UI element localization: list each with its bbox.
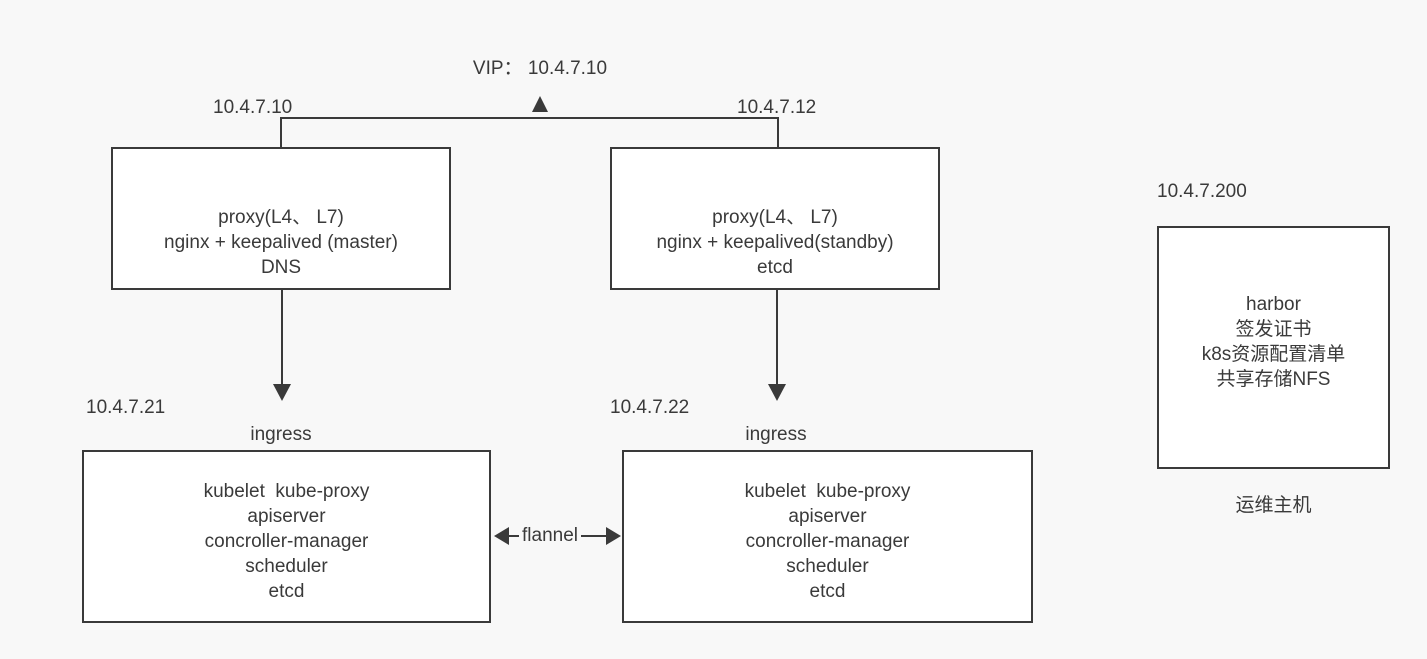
node-left-text: kubelet kube-proxy apiserver concroller-… — [203, 481, 370, 602]
harbor-box[interactable]: harbor 签发证书 k8s资源配置清单 共享存储NFS — [1157, 226, 1390, 469]
proxy-right-box[interactable]: proxy(L4、 L7) nginx + keepalived(standby… — [610, 147, 940, 290]
proxy-right-to-node-line — [776, 290, 778, 385]
node-left-ingress-label: ingress — [250, 424, 312, 445]
proxy-right-riser-line — [777, 117, 779, 148]
node-right-text: kubelet kube-proxy apiserver concroller-… — [744, 481, 911, 602]
node-left-box[interactable]: kubelet kube-proxy apiserver concroller-… — [82, 450, 491, 623]
vip-arrow-up-icon — [532, 96, 548, 112]
proxy-left-box[interactable]: proxy(L4、 L7) nginx + keepalived (master… — [111, 147, 451, 290]
proxy-left-ip-label: 10.4.7.10 — [213, 97, 293, 118]
proxy-left-to-node-arrow-icon — [273, 384, 291, 401]
node-right-box[interactable]: kubelet kube-proxy apiserver concroller-… — [622, 450, 1033, 623]
harbor-caption: 运维主机 — [1235, 495, 1312, 516]
flannel-label: flannel — [519, 526, 581, 545]
node-left-ip-label: 10.4.7.21 — [86, 397, 166, 418]
proxy-left-to-node-line — [281, 290, 283, 385]
proxy-left-text: proxy(L4、 L7) nginx + keepalived (master… — [164, 207, 398, 278]
flannel-arrow-left-icon — [494, 527, 509, 545]
proxy-right-to-node-arrow-icon — [768, 384, 786, 401]
proxy-right-ip-label: 10.4.7.12 — [737, 97, 817, 118]
node-right-ip-label: 10.4.7.22 — [610, 397, 690, 418]
harbor-ip-label: 10.4.7.200 — [1157, 181, 1247, 202]
flannel-arrow-right-icon — [606, 527, 621, 545]
vip-bus-line — [280, 117, 779, 119]
node-right-ingress-label: ingress — [745, 424, 807, 445]
vip-label: VIP： 10.4.7.10 — [472, 58, 608, 79]
proxy-left-riser-line — [280, 117, 282, 148]
proxy-right-text: proxy(L4、 L7) nginx + keepalived(standby… — [656, 207, 894, 278]
harbor-text: harbor 签发证书 k8s资源配置清单 共享存储NFS — [1201, 294, 1346, 390]
